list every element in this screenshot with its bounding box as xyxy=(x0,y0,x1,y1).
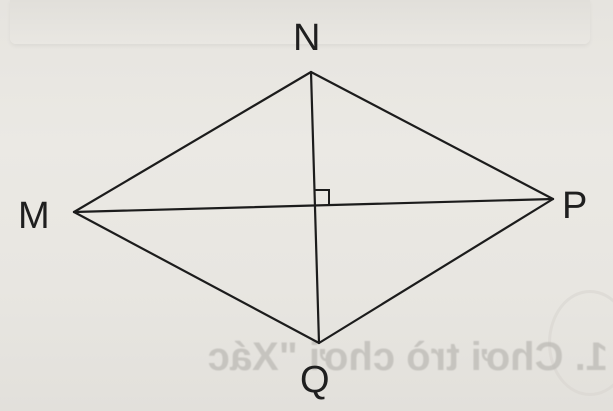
edge-qm xyxy=(72,210,321,345)
page-top-band xyxy=(10,0,590,44)
diagonal-mp xyxy=(72,197,555,214)
right-angle-marker xyxy=(315,189,330,205)
vertex-label-m: M xyxy=(18,195,50,237)
vertex-label-n: N xyxy=(293,17,320,59)
vertex-label-q: Q xyxy=(300,359,330,401)
vertex-label-p: P xyxy=(562,185,587,227)
edge-mn xyxy=(72,70,313,214)
bleed-through-icon xyxy=(548,290,613,396)
edge-np xyxy=(309,70,555,201)
diagonal-nq xyxy=(309,70,321,345)
edge-pq xyxy=(317,197,555,345)
